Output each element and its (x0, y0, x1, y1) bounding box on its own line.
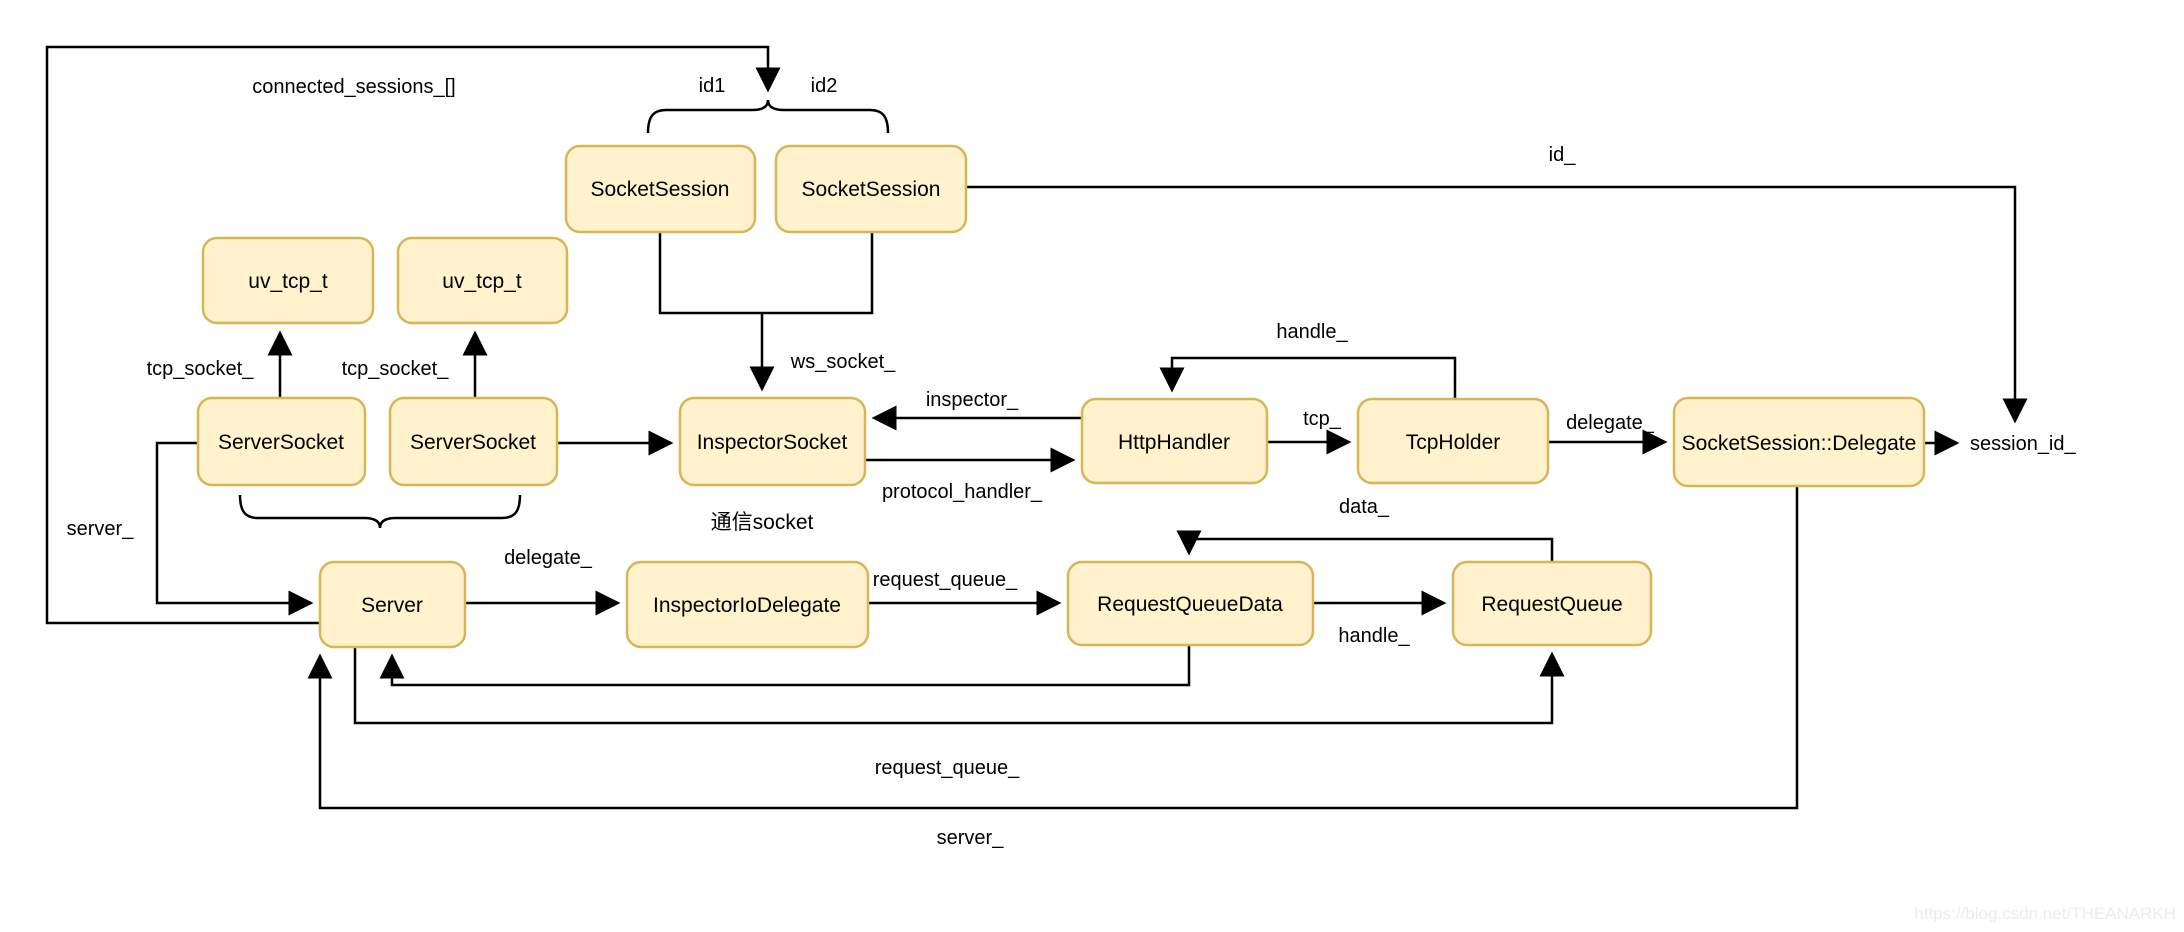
node-inspector-socket-label: InspectorSocket (697, 431, 848, 454)
node-request-queue: RequestQueue (1451, 560, 1653, 647)
node-uv-tcp-t-1-box (201, 236, 375, 325)
label-id1: id1 (699, 75, 726, 97)
node-http-handler-label: HttpHandler (1118, 431, 1230, 454)
label-session-id: session_id_ (1970, 433, 2077, 455)
node-socket-session-1-label: SocketSession (591, 178, 730, 201)
node-request-queue-label: RequestQueue (1481, 593, 1622, 616)
node-socket-session-delegate: SocketSession::Delegate (1672, 396, 1926, 488)
edge-rqd-server (379, 645, 1191, 687)
label-connected-sessions: connected_sessions_[] (252, 76, 455, 98)
node-server-box (318, 560, 467, 649)
node-request-queue-data: RequestQueueData (1066, 560, 1315, 647)
node-http-handler: HttpHandler (1080, 397, 1269, 485)
nodes: uv_tcp_t uv_tcp_t SocketSession SocketSe… (196, 144, 1926, 649)
node-server-label: Server (361, 594, 423, 617)
node-tcp-holder-box (1356, 397, 1550, 485)
node-uv-tcp-t-2-label: uv_tcp_t (442, 270, 522, 293)
node-request-queue-data-label: RequestQueueData (1097, 593, 1283, 616)
label-tcp-socket-2: tcp_socket_ (342, 358, 450, 380)
node-server-socket-2-label: ServerSocket (410, 431, 536, 454)
brace-socket-sessions (646, 99, 890, 134)
node-socket-session-1-box (564, 144, 757, 234)
node-socket-session-1: SocketSession (564, 144, 757, 234)
node-socket-session-2: SocketSession (774, 144, 968, 234)
node-tcp-holder: TcpHolder (1356, 397, 1550, 485)
label-handle-top: handle_ (1276, 321, 1348, 343)
edge-handle-top (1159, 356, 1457, 399)
edge-request-queue-bottom (353, 647, 1565, 725)
label-comm-socket: 通信socket (711, 511, 814, 534)
edge-labels: connected_sessions_[] id1 id2 id_ tcp_so… (67, 75, 2077, 849)
node-http-handler-box (1080, 397, 1269, 485)
node-socket-session-delegate-label: SocketSession::Delegate (1682, 432, 1917, 455)
label-data: data_ (1339, 496, 1390, 518)
label-tcp-socket-1: tcp_socket_ (147, 358, 255, 380)
node-inspector-socket: InspectorSocket (678, 396, 867, 487)
node-uv-tcp-t-1-label: uv_tcp_t (248, 270, 328, 293)
node-socket-session-2-box (774, 144, 968, 234)
edge-server-bottom (307, 486, 1799, 810)
label-server-left: server_ (67, 518, 135, 540)
label-handle-bottom: handle_ (1338, 625, 1410, 647)
node-server-socket-2: ServerSocket (388, 396, 559, 487)
node-uv-tcp-t-2-box (396, 236, 569, 325)
edge-data (1176, 530, 1554, 562)
node-tcp-holder-label: TcpHolder (1406, 431, 1501, 454)
label-id: id_ (1549, 144, 1577, 166)
node-server: Server (318, 560, 467, 649)
node-server-socket-2-box (388, 396, 559, 487)
node-inspector-socket-box (678, 396, 867, 487)
label-delegate-mid: delegate_ (504, 547, 593, 569)
label-protocol-handler: protocol_handler_ (882, 481, 1043, 503)
node-uv-tcp-t-1: uv_tcp_t (201, 236, 375, 325)
label-request-queue-bottom: request_queue_ (875, 757, 1020, 779)
label-id2: id2 (811, 75, 838, 97)
node-socket-session-delegate-box (1672, 396, 1926, 488)
brace-server-sockets (238, 494, 522, 529)
node-inspector-io-delegate-label: InspectorIoDelegate (653, 594, 841, 617)
node-server-socket-1: ServerSocket (196, 396, 367, 487)
node-server-socket-1-box (196, 396, 367, 487)
node-inspector-io-delegate-box (625, 560, 870, 649)
watermark-text: https://blog.csdn.net/THEANARKH (1914, 904, 2176, 923)
node-socket-session-2-label: SocketSession (802, 178, 941, 201)
label-tcp: tcp_ (1303, 408, 1342, 430)
node-uv-tcp-t-2: uv_tcp_t (396, 236, 569, 325)
label-server-bottom: server_ (937, 827, 1005, 849)
label-delegate-right: delegate_ (1566, 412, 1655, 434)
edge-server-left (155, 441, 314, 616)
edges (45, 45, 2028, 810)
edge-connected-sessions (45, 45, 781, 625)
node-server-socket-1-label: ServerSocket (218, 431, 344, 454)
node-request-queue-data-box (1066, 560, 1315, 647)
label-request-queue-mid: request_queue_ (873, 569, 1018, 591)
edge-socketsession-join (658, 232, 874, 315)
edge-id (966, 185, 2028, 424)
label-inspector: inspector_ (926, 389, 1019, 411)
label-ws-socket: ws_socket_ (790, 351, 896, 373)
node-request-queue-box (1451, 560, 1653, 647)
node-inspector-io-delegate: InspectorIoDelegate (625, 560, 870, 649)
